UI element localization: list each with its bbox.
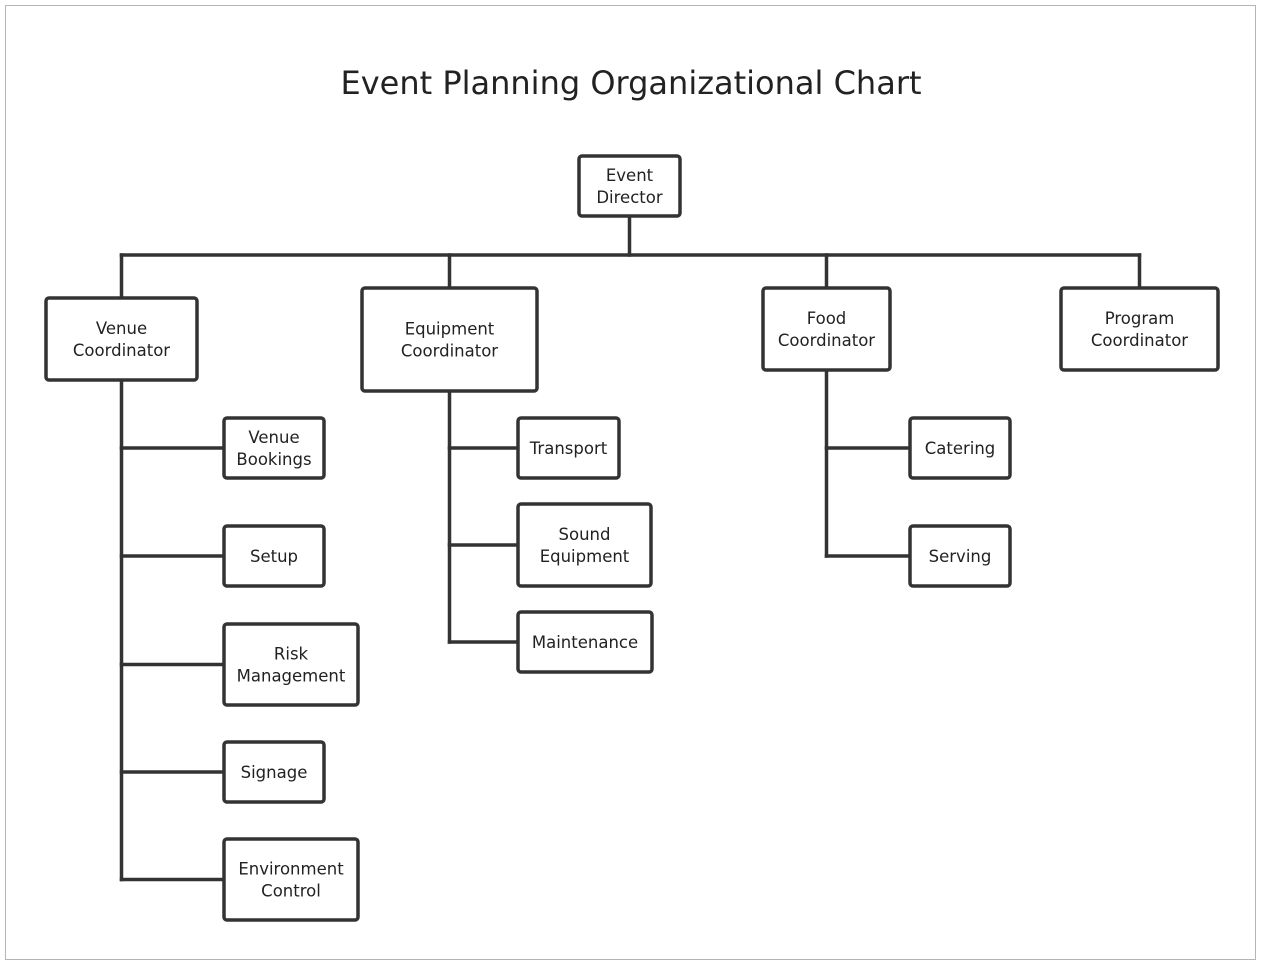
node-label: Environment bbox=[238, 860, 344, 879]
node-label: Equipment bbox=[540, 547, 630, 566]
chart-title: Event Planning Organizational Chart bbox=[340, 64, 922, 102]
node-label: Director bbox=[596, 188, 662, 207]
node-label: Venue bbox=[96, 319, 147, 338]
node-box-director[interactable] bbox=[577, 154, 682, 218]
node-box-program[interactable] bbox=[1059, 286, 1220, 372]
node-box-signage[interactable] bbox=[222, 740, 326, 804]
node-label: Equipment bbox=[405, 320, 495, 339]
node-label: Venue bbox=[248, 428, 299, 447]
node-label: Catering bbox=[925, 439, 996, 458]
node-label: Setup bbox=[250, 547, 298, 566]
node-box-maintenance[interactable] bbox=[516, 610, 654, 674]
node-box-transport[interactable] bbox=[516, 416, 621, 480]
node-box-venue[interactable] bbox=[44, 296, 199, 382]
node-box-catering[interactable] bbox=[908, 416, 1012, 480]
node-box-venue-bookings[interactable] bbox=[222, 416, 326, 480]
node-box-setup[interactable] bbox=[222, 524, 326, 588]
node-label: Coordinator bbox=[73, 341, 170, 360]
node-label: Management bbox=[237, 667, 346, 686]
node-label: Sound bbox=[559, 525, 611, 544]
node-label: Coordinator bbox=[401, 342, 498, 361]
node-label: Bookings bbox=[236, 450, 311, 469]
node-box-equipment[interactable] bbox=[360, 286, 539, 393]
node-label: Food bbox=[807, 309, 847, 328]
node-box-risk[interactable] bbox=[222, 622, 360, 707]
node-label: Coordinator bbox=[778, 331, 875, 350]
node-box-food[interactable] bbox=[761, 286, 892, 372]
diagram-frame bbox=[5, 5, 1256, 960]
node-label: Serving bbox=[929, 547, 992, 566]
node-box-serving[interactable] bbox=[908, 524, 1012, 588]
node-label: Program bbox=[1105, 309, 1175, 328]
node-label: Signage bbox=[241, 763, 308, 782]
node-box-environment[interactable] bbox=[222, 837, 360, 922]
node-label: Event bbox=[606, 166, 654, 185]
node-label: Maintenance bbox=[532, 633, 638, 652]
node-label: Coordinator bbox=[1091, 331, 1188, 350]
node-label: Control bbox=[261, 882, 321, 901]
node-box-sound[interactable] bbox=[516, 502, 653, 588]
node-label: Transport bbox=[529, 439, 608, 458]
node-label: Risk bbox=[274, 645, 309, 664]
